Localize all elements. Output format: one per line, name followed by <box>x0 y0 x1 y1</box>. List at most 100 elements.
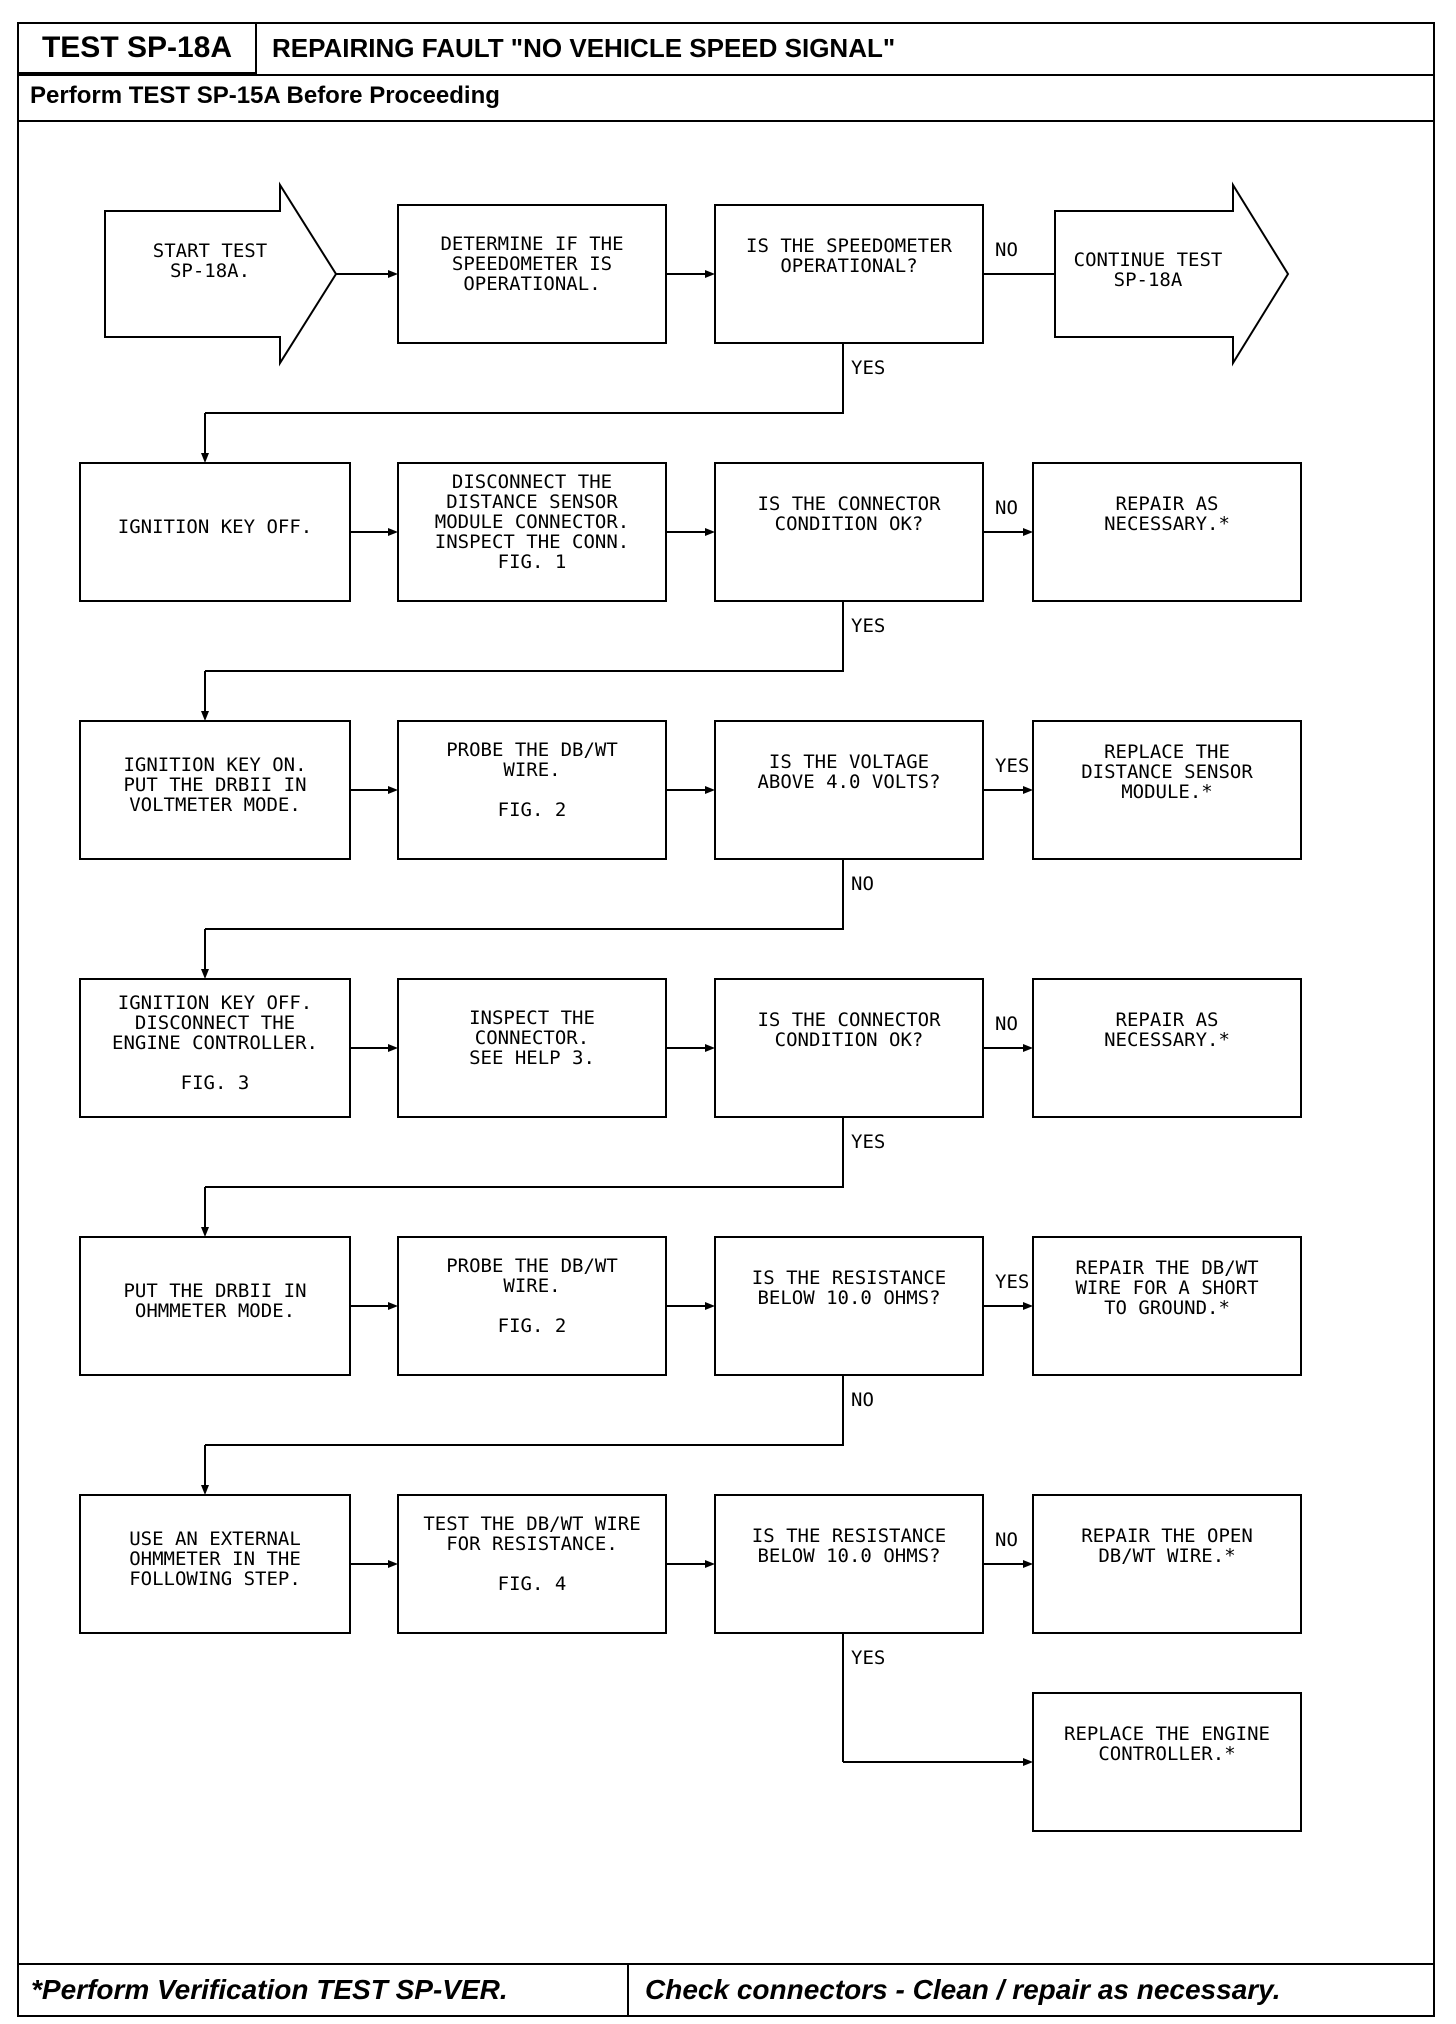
action-text-line: DISCONNECT THE <box>452 471 612 493</box>
question-text-line: ABOVE 4.0 VOLTS? <box>757 771 940 793</box>
down-connector <box>205 343 844 414</box>
step-box <box>79 720 351 860</box>
question-to-outcome-arrow-head <box>1023 786 1033 794</box>
start-test-text-line: START TEST <box>153 240 267 262</box>
branch-label: NO <box>995 239 1018 261</box>
action-text-line: SPEEDOMETER IS <box>452 253 612 275</box>
action-text-line: FIG. 2 <box>498 799 567 821</box>
outcome-text-line: NECESSARY.* <box>1104 513 1230 535</box>
page-title: REPAIRING FAULT "NO VEHICLE SPEED SIGNAL… <box>272 33 896 63</box>
down-label: YES <box>851 615 885 637</box>
step-text-line: PUT THE DRBII IN <box>123 774 306 796</box>
action-text-line: INSPECT THE CONN. <box>435 531 629 553</box>
step-box <box>79 978 351 1118</box>
question-text-line: OPERATIONAL? <box>780 255 917 277</box>
footer-divider <box>17 1963 1435 1965</box>
step-text-line: FIG. 3 <box>181 1072 250 1094</box>
question-text-line: CONDITION OK? <box>775 513 924 535</box>
down-arrow-head <box>201 711 209 721</box>
branch-label: YES <box>995 755 1029 777</box>
down-label: YES <box>851 1647 885 1669</box>
action-box <box>397 1494 667 1634</box>
action-text-line: OPERATIONAL. <box>463 273 600 295</box>
header-divider <box>17 74 1435 76</box>
start-arrow-head <box>388 270 398 278</box>
down-connector <box>205 1117 844 1188</box>
action-text-line: SEE HELP 3. <box>469 1047 595 1069</box>
footer-connector-note: Check connectors - Clean / repair as nec… <box>645 1974 1281 2005</box>
final-outcome-box <box>1032 1692 1302 1832</box>
outcome-box <box>1032 978 1302 1118</box>
step-to-action-arrow-head <box>388 528 398 536</box>
question-text-line: BELOW 10.0 OHMS? <box>757 1545 940 1567</box>
step-to-action-arrow-head <box>388 1560 398 1568</box>
question-text-line: IS THE CONNECTOR <box>757 493 941 515</box>
step-text-line: ENGINE CONTROLLER. <box>112 1032 318 1054</box>
action-text-line: INSPECT THE <box>469 1007 595 1029</box>
question-text-line: IS THE RESISTANCE <box>752 1267 946 1289</box>
down-connector <box>205 859 844 930</box>
question-box <box>714 1494 984 1634</box>
action-text-line: DETERMINE IF THE <box>440 233 623 255</box>
start-test-shape <box>104 181 338 367</box>
action-text-line: WIRE. <box>503 759 560 781</box>
question-to-outcome-arrow-head <box>1023 528 1033 536</box>
action-to-question-arrow-head <box>705 1560 715 1568</box>
page-frame <box>17 22 1435 2017</box>
down-connector <box>205 601 844 672</box>
outcome-box <box>1032 1236 1302 1376</box>
step-text-line: IGNITION KEY ON. <box>123 754 306 776</box>
action-box <box>397 462 667 602</box>
outcome-text-line: REPAIR AS <box>1116 1009 1219 1031</box>
question-to-outcome-arrow-head <box>1023 1560 1033 1568</box>
action-to-question-arrow-head <box>705 1302 715 1310</box>
outcome-text-line: DISTANCE SENSOR <box>1081 761 1253 783</box>
outcome-text-line: DB/WT WIRE.* <box>1098 1545 1235 1567</box>
action-text-line: WIRE. <box>503 1275 560 1297</box>
final-arrow-head <box>1023 1758 1033 1766</box>
question-text-line: IS THE SPEEDOMETER <box>746 235 952 257</box>
outcome-box <box>1032 1494 1302 1634</box>
step-text-line: OHMMETER IN THE <box>129 1548 301 1570</box>
question-box <box>714 1236 984 1376</box>
step-box <box>79 1236 351 1376</box>
step-to-action-arrow-head <box>388 1044 398 1052</box>
action-box <box>397 720 667 860</box>
outcome-text-line: WIRE FOR A SHORT <box>1075 1277 1258 1299</box>
down-label: NO <box>851 873 874 895</box>
outcome-text-line: REPAIR THE OPEN <box>1081 1525 1253 1547</box>
question-to-outcome-arrow-head <box>1023 1044 1033 1052</box>
step-box <box>79 462 351 602</box>
outcome-text-line: MODULE.* <box>1121 781 1213 803</box>
question-text-line: BELOW 10.0 OHMS? <box>757 1287 940 1309</box>
action-to-question-arrow-head <box>705 1044 715 1052</box>
question-text-line: CONDITION OK? <box>775 1029 924 1051</box>
outcome-text-line: TO GROUND.* <box>1104 1297 1230 1319</box>
outcome-box <box>1032 720 1302 860</box>
branch-label: NO <box>995 497 1018 519</box>
action-to-question-arrow-head <box>705 270 715 278</box>
action-text-line: FIG. 4 <box>498 1573 567 1595</box>
down-arrow-head <box>201 1227 209 1237</box>
question-text-line: IS THE RESISTANCE <box>752 1525 946 1547</box>
step-to-action-arrow-head <box>388 786 398 794</box>
question-text-line: IS THE VOLTAGE <box>769 751 929 773</box>
question-box <box>714 978 984 1118</box>
down-connector <box>205 1375 844 1446</box>
action-text-line: MODULE CONNECTOR. <box>435 511 629 533</box>
branch-label: NO <box>995 1013 1018 1035</box>
step-text-line: FOLLOWING STEP. <box>129 1568 301 1590</box>
outcome-text-line: NECESSARY.* <box>1104 1029 1230 1051</box>
action-text-line: PROBE THE DB/WT <box>446 1255 618 1277</box>
step-text-line: DISCONNECT THE <box>135 1012 295 1034</box>
question-box <box>714 462 984 602</box>
step-to-action-arrow-head <box>388 1302 398 1310</box>
continue-test-text-line: SP-18A <box>1114 269 1183 291</box>
branch-label: YES <box>995 1271 1029 1293</box>
step-text-line: USE AN EXTERNAL <box>129 1528 301 1550</box>
down-arrow-head <box>201 969 209 979</box>
action-box <box>397 204 667 344</box>
question-to-outcome-arrow-head <box>1023 1302 1033 1310</box>
footer-verification-note: *Perform Verification TEST SP-VER. <box>17 1963 629 2017</box>
